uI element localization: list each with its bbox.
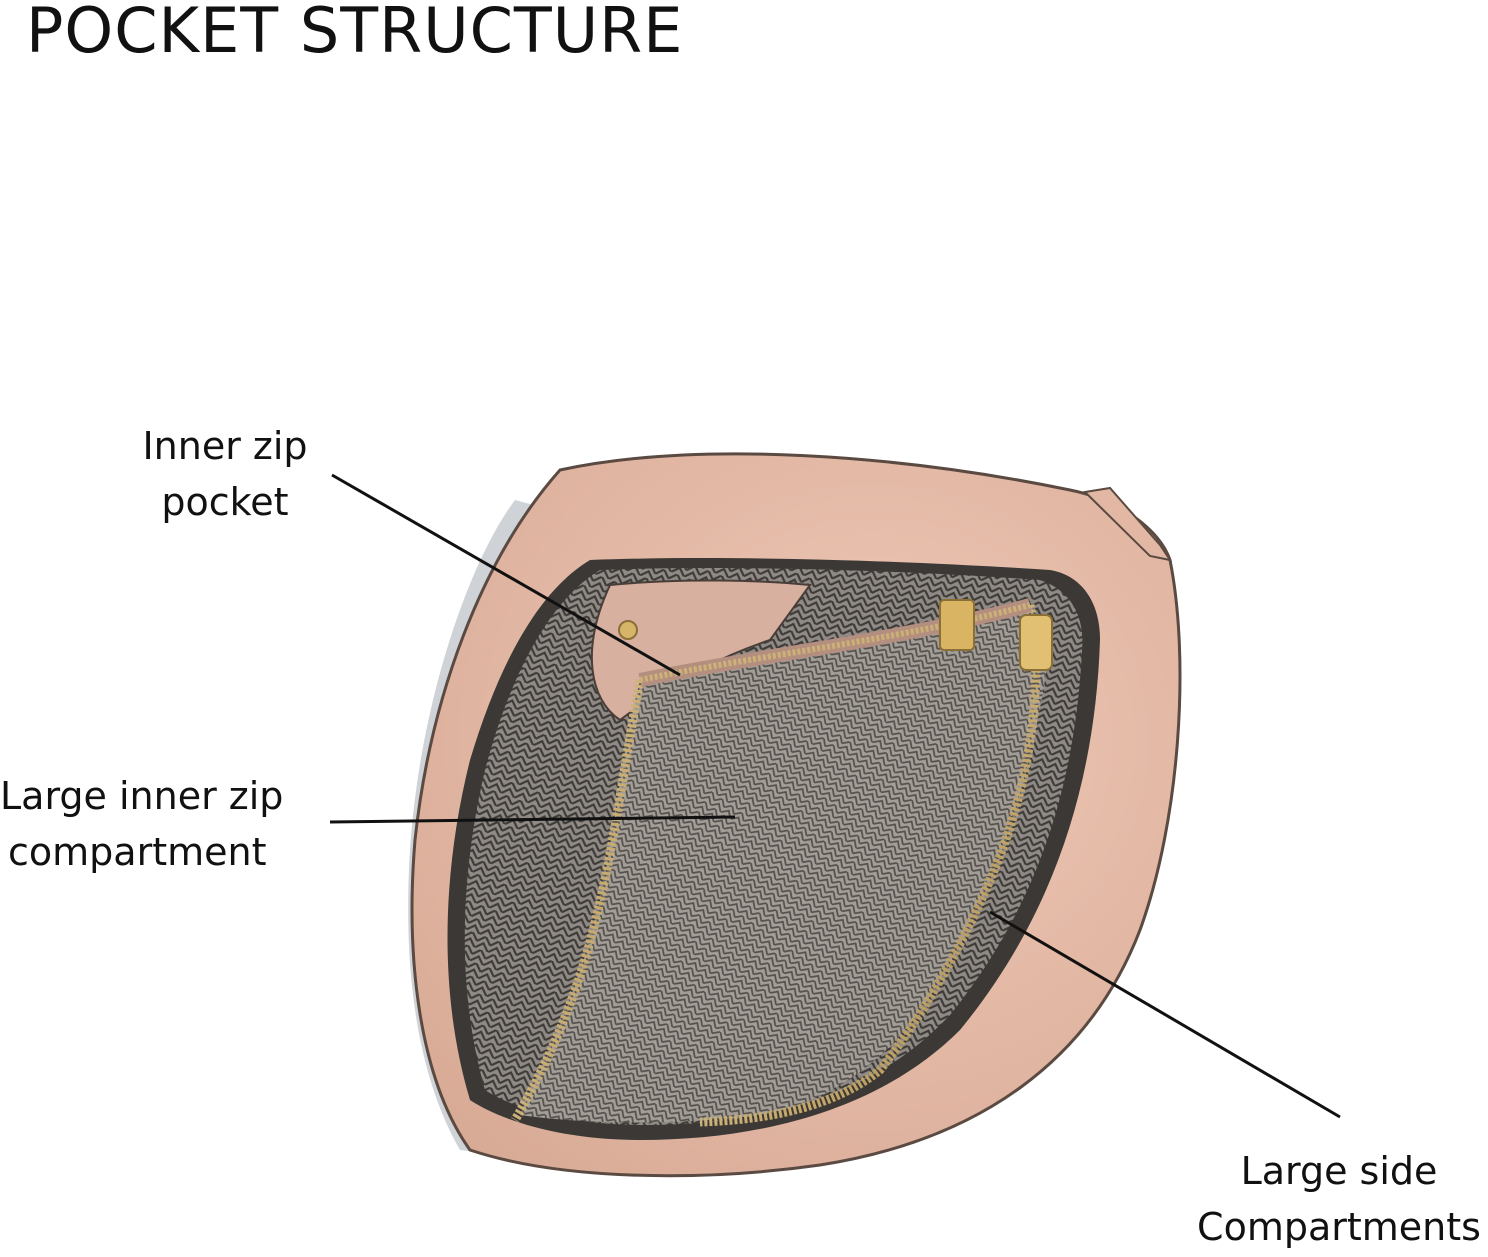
strap-tab — [1082, 486, 1173, 562]
leader-line-inner-zip — [331, 473, 681, 677]
page-title: POCKET STRUCTURE — [26, 0, 684, 67]
callout-large-inner-line2: compartment — [8, 830, 267, 874]
large-zip-compartment — [520, 605, 1047, 1123]
leader-line-large-inner — [329, 815, 736, 824]
callout-large-side-line1: Large side — [1240, 1149, 1438, 1193]
callout-large-side: Large side Compartments — [1190, 1143, 1488, 1255]
zipper-top — [638, 598, 1032, 687]
callout-large-side-line2: Compartments — [1197, 1205, 1481, 1249]
leader-line-large-side — [989, 910, 1341, 1119]
zipper-slider — [1019, 614, 1053, 671]
callout-inner-zip-pocket: Inner zip pocket — [140, 418, 310, 530]
zipper-left — [511, 679, 645, 1123]
zipper-pull — [939, 599, 975, 651]
callout-large-inner-line1: Large inner zip — [0, 774, 284, 818]
gold-rivet — [618, 620, 638, 640]
callout-large-inner-zip: Large inner zip compartment — [0, 768, 285, 880]
callout-inner-zip-line2: pocket — [161, 480, 289, 524]
callout-inner-zip-line1: Inner zip — [142, 424, 308, 468]
